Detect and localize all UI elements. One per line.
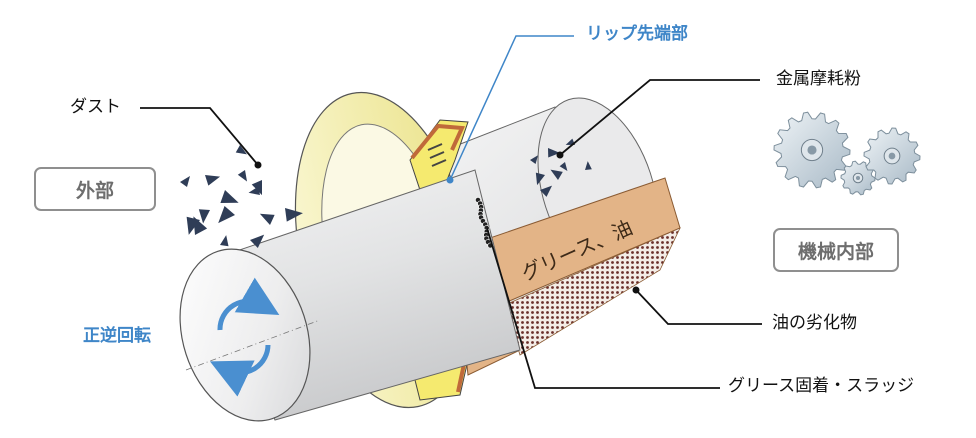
particle <box>218 206 235 224</box>
lip-tip-leader <box>449 35 574 181</box>
particle <box>235 145 248 155</box>
particle <box>180 176 190 187</box>
particle <box>530 155 538 164</box>
particle <box>220 190 239 203</box>
grease-sludge-beads <box>475 197 494 249</box>
metal-wear-leader <box>559 79 760 156</box>
particle <box>259 213 275 225</box>
dust-label: ダスト <box>70 97 121 117</box>
outside-box: 外部 <box>34 167 156 211</box>
metal-wear-label: 金属摩耗粉 <box>776 69 861 89</box>
particle <box>220 235 229 247</box>
particle <box>250 234 265 248</box>
particle <box>540 185 553 197</box>
particle <box>198 209 210 224</box>
oil-degradation-leader <box>635 289 762 325</box>
gear-icon <box>773 111 921 196</box>
dust-particles <box>180 145 303 248</box>
grease-sludge-leader <box>486 227 720 389</box>
particle <box>285 208 303 222</box>
dust-leader-dot <box>254 161 262 169</box>
oil-degradation-leader-dot <box>632 286 640 294</box>
oil-degradation-label: 油の劣化物 <box>772 313 857 333</box>
lip-tip-dot <box>446 176 454 184</box>
outside-label: 外部 <box>75 179 114 202</box>
lip-tip-label: リップ先端部 <box>586 24 688 44</box>
grease-sludge-label: グリース固着・スラッジ <box>728 376 915 396</box>
particle <box>550 169 563 180</box>
dust-leader <box>140 107 259 166</box>
machine-inside-box: 機械内部 <box>773 228 899 272</box>
particle <box>548 148 560 158</box>
particle <box>205 175 221 186</box>
metal-wear-leader-dot <box>556 151 564 159</box>
particle <box>186 216 200 235</box>
particle <box>559 162 568 172</box>
particle <box>237 170 248 182</box>
rotation-arrow-icon <box>209 277 280 397</box>
particle <box>251 180 262 196</box>
particle <box>585 161 592 170</box>
machine-inside-label: 機械内部 <box>797 240 874 263</box>
rotation-label: 正逆回転 <box>83 326 151 346</box>
particle <box>535 172 545 186</box>
shaft-axis-line <box>185 319 321 371</box>
metal-wear-particles <box>530 138 592 197</box>
